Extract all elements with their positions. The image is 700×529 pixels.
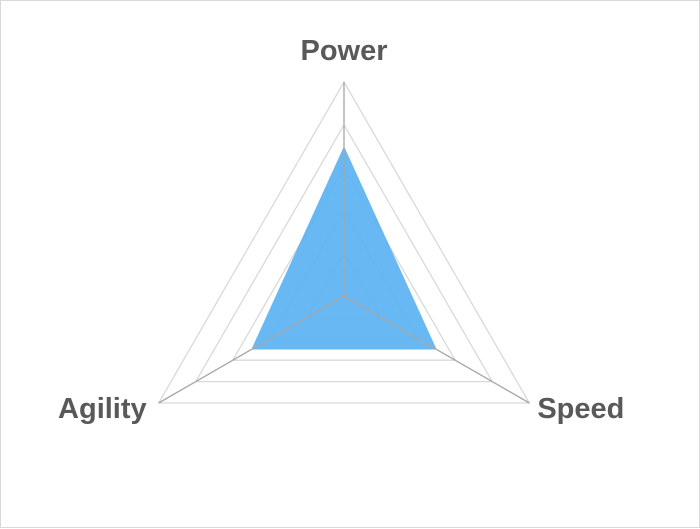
- spoke-speed: [343, 295, 530, 404]
- spoke-agility: [158, 295, 345, 404]
- grid-ring-3: [231, 166, 457, 361]
- axis-label-speed: Speed: [537, 393, 624, 425]
- axis-label-power: Power: [300, 35, 387, 67]
- axis-label-agility: Agility: [58, 393, 147, 425]
- grid-ring-5: [157, 80, 531, 404]
- grid-ring-4: [194, 123, 494, 383]
- radar-spokes: [158, 82, 530, 404]
